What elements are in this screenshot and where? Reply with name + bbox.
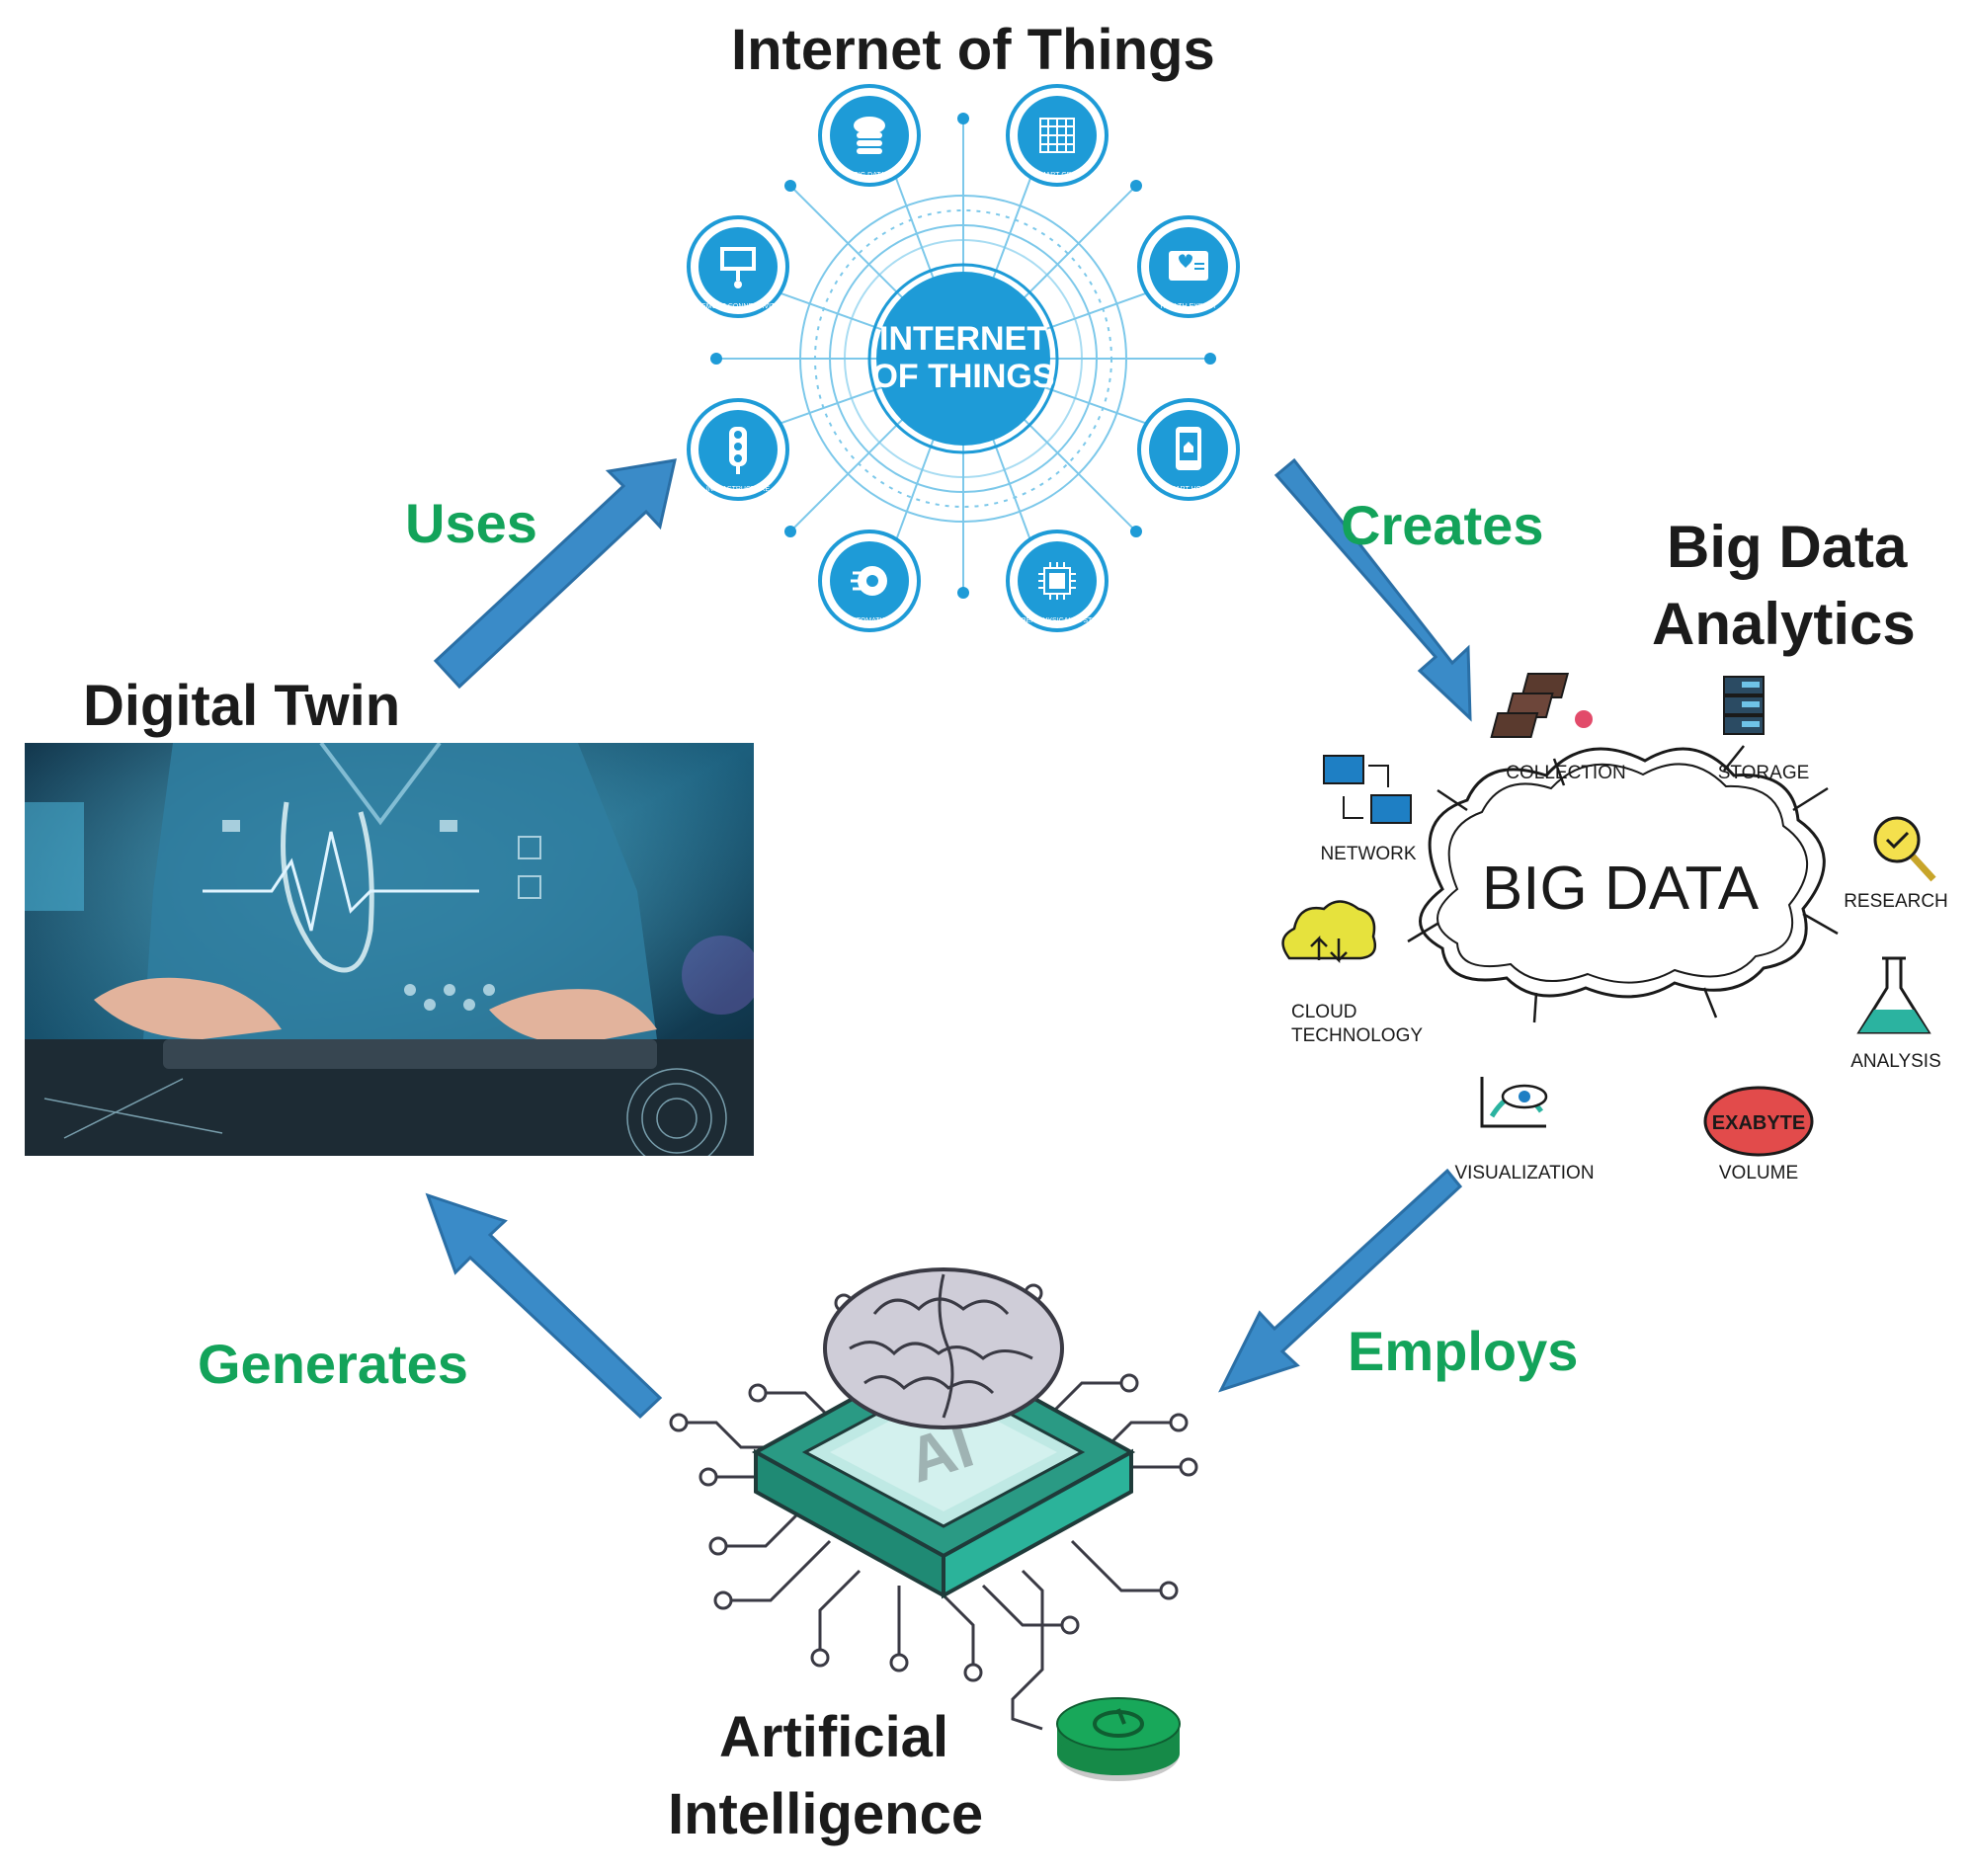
volume-label: VOLUME (1719, 1163, 1798, 1183)
health-monitor-icon (1169, 251, 1208, 281)
cloud-database-icon (854, 117, 885, 154)
iot-satellite-label: CYBER-PHYSICAL SYSTEM (1012, 617, 1103, 624)
big-data-analytics-title-line1: Big Data (1667, 514, 1908, 580)
ai-title-line1: Artificial (719, 1705, 949, 1769)
volume-item: EXABYTE VOLUME (1703, 1086, 1814, 1183)
analysis-item: ANALYSIS (1850, 956, 1941, 1072)
right-hand (489, 989, 657, 1044)
big-data-center-label: BIG DATA (1482, 855, 1760, 923)
research-item: RESEARCH (1844, 816, 1948, 912)
storage-item: STORAGE (1718, 676, 1810, 783)
iot-satellite-remote: REMOTE CONNECTIVITY (687, 215, 789, 318)
big-data-infographic: BIG DATA COLLECTION (1281, 673, 1948, 1183)
volume-badge-label: EXABYTE (1712, 1112, 1805, 1134)
smartphone-icon (1176, 427, 1201, 470)
traffic-light-icon (729, 427, 747, 474)
ai-chip-illustration: AI (669, 1267, 1198, 1731)
iot-satellite-label: AUTOMATION (847, 617, 892, 624)
arrow-employs (1218, 1168, 1463, 1393)
magnifier-icon (1873, 816, 1936, 882)
iot-title: Internet of Things (731, 18, 1215, 82)
network-label: NETWORK (1320, 844, 1416, 864)
iot-satellite-infrastructure: INFRASTRUCTURE (687, 398, 789, 501)
storage-label: STORAGE (1718, 763, 1810, 783)
iot-satellite-label: INFRASTRUCTURE (706, 486, 770, 493)
heartbeat-line (203, 831, 479, 932)
iot-satellite-health: HEALTH EXPERT (1137, 215, 1240, 318)
left-hand (94, 977, 282, 1039)
brain-icon (823, 1267, 1064, 1429)
monitor-icon (720, 247, 756, 288)
network-computers-icon (1323, 755, 1412, 824)
ai-title-line2: Intelligence (668, 1782, 984, 1846)
exabyte-badge (1703, 1086, 1814, 1157)
iot-satellite-label: BIG DATA (854, 172, 885, 179)
iot-satellite-smart-grid: SMART GRID (1006, 84, 1109, 187)
analysis-label: ANALYSIS (1850, 1051, 1941, 1072)
flask-icon (1856, 956, 1931, 1034)
visualization-item: VISUALIZATION (1454, 1077, 1595, 1183)
cloud-upload-icon (1281, 900, 1377, 964)
digital-twin-title: Digital Twin (83, 674, 401, 738)
iot-satellite-label: SMART GRID (1035, 172, 1079, 179)
collection-label: COLLECTION (1506, 763, 1625, 783)
network-item: NETWORK (1320, 755, 1417, 864)
iot-satellite-smart-home: SMART HOME (1137, 398, 1240, 501)
stethoscope-icon (281, 801, 374, 973)
power-icon (1093, 1708, 1144, 1738)
iot-satellite-automation: AUTOMATION (818, 530, 921, 632)
research-label: RESEARCH (1844, 891, 1948, 912)
big-data-analytics-title-line2: Analytics (1652, 591, 1916, 657)
big-data-cloud (1419, 747, 1826, 999)
edge-label-creates: Creates (1341, 494, 1544, 556)
power-button (1056, 1697, 1181, 1781)
server-rack-icon (1723, 676, 1765, 735)
iot-hub: INTERNET OF THINGS BIG DATA SMART GRID (687, 84, 1240, 632)
iot-hub-line2: OF THINGS (871, 358, 1054, 395)
iot-satellite-label: HEALTH EXPERT (1161, 303, 1218, 310)
iot-satellite-label: SMART HOME (1165, 486, 1212, 493)
iot-satellite-big-data: BIG DATA (818, 84, 921, 187)
digital-twin-image (25, 743, 754, 1156)
grid-icon (1039, 118, 1075, 153)
arrow-creates (1273, 457, 1472, 722)
edge-label-generates: Generates (198, 1333, 468, 1395)
arrow-generates (425, 1192, 663, 1420)
cloud-technology-label-2: TECHNOLOGY (1291, 1025, 1423, 1046)
cloud-technology-label-1: CLOUD (1291, 1002, 1357, 1022)
gear-icon (851, 566, 887, 596)
edge-label-uses: Uses (405, 492, 537, 554)
edge-label-employs: Employs (1348, 1320, 1579, 1382)
iot-hub-line1: INTERNET (879, 320, 1047, 358)
arrow-uses (433, 458, 677, 690)
collection-icon (1490, 673, 1593, 738)
iot-satellite-label: REMOTE CONNECTIVITY (697, 303, 780, 310)
collection-item: COLLECTION (1490, 673, 1626, 783)
iot-satellite-cyber-physical: CYBER-PHYSICAL SYSTEM (1006, 530, 1109, 632)
chip-icon (1038, 562, 1076, 600)
cloud-technology-item: CLOUD TECHNOLOGY (1281, 900, 1423, 1046)
chart-eye-icon (1480, 1077, 1548, 1128)
visualization-label: VISUALIZATION (1454, 1163, 1594, 1183)
